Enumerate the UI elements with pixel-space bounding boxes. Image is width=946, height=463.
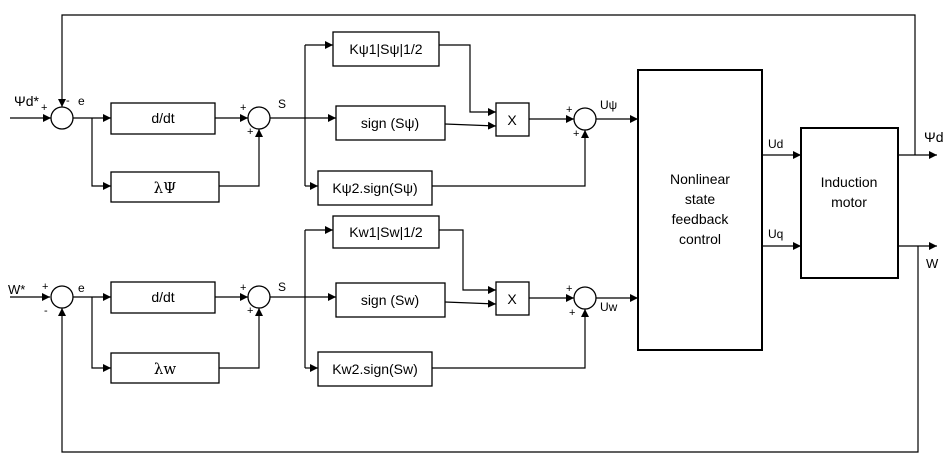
- block-ddt-w: d/dt: [110, 281, 216, 314]
- wire-sign-to-x: [444, 121, 497, 130]
- controller-line-3: feedback: [672, 211, 730, 227]
- wire-lambda-to-sum: [219, 129, 263, 187]
- signal-e-w: e: [78, 281, 85, 295]
- motor-line-2: motor: [831, 194, 867, 210]
- block-multiply-psi: X: [495, 102, 530, 137]
- controller-line-4: control: [679, 231, 721, 247]
- sum-junction-psi-control: [573, 107, 597, 131]
- block-induction-motor: Induction motor: [800, 127, 899, 279]
- output-psi-d: Ψd: [924, 129, 943, 145]
- block-k-psi2: Kψ2.sign(Sψ): [317, 170, 433, 206]
- block-multiply-w-label: X: [507, 291, 517, 307]
- motor-line-1: Induction: [821, 174, 878, 190]
- sign-plus: +: [247, 305, 253, 317]
- block-controller: Nonlinear state feedback control: [637, 69, 763, 351]
- block-k-psi1: Kψ1|Sψ|1/2: [332, 31, 440, 67]
- sign-plus: +: [240, 282, 246, 294]
- controller-line-2: state: [685, 191, 716, 207]
- wire-e-to-lambda-psi: [91, 118, 111, 190]
- signal-s-w: S: [278, 280, 286, 294]
- sign-minus: -: [66, 95, 70, 107]
- sign-plus: +: [42, 281, 48, 293]
- wire-lambda-to-sum-w: [219, 308, 263, 369]
- input-psi-ref: Ψd*: [14, 93, 39, 109]
- controller-line-1: Nonlinear: [670, 171, 730, 187]
- sign-marks: + - + + + + + - + + + +: [41, 95, 579, 319]
- block-sign-w: sign (Sw): [335, 282, 446, 318]
- wire-k2-to-sum-w: [432, 309, 589, 369]
- wire-k2-to-sum: [432, 130, 589, 187]
- block-multiply-w: X: [495, 281, 530, 316]
- signal-u-q: Uq: [768, 227, 783, 241]
- block-k-w1: Kw1|Sw|1/2: [332, 215, 440, 249]
- block-k-psi1-label: Kψ1|Sψ|1/2: [349, 41, 422, 57]
- block-ddt-w-label: d/dt: [151, 289, 174, 305]
- sign-plus: +: [566, 283, 572, 295]
- block-lambda-w-label: λw: [154, 360, 177, 378]
- block-lambda-psi-label: λΨ: [154, 179, 177, 197]
- wire-k1-to-x: [439, 44, 496, 116]
- summing-junctions: [50, 106, 597, 310]
- sum-junction-w-control: [573, 286, 597, 310]
- sum-junction-psi-error: [50, 106, 74, 130]
- block-ddt-psi-label: d/dt: [151, 110, 174, 126]
- signal-u-w: Uw: [600, 300, 618, 314]
- sign-plus: +: [569, 307, 575, 319]
- block-lambda-w: λw: [110, 352, 220, 384]
- sign-plus: +: [566, 104, 572, 116]
- sign-minus: -: [44, 305, 48, 317]
- input-w-ref: W*: [8, 282, 25, 297]
- sign-plus: +: [247, 126, 253, 138]
- block-k-w2-label: Kw2.sign(Sw): [332, 361, 418, 377]
- block-k-w2: Kw2.sign(Sw): [317, 351, 433, 387]
- sign-plus: +: [240, 102, 246, 114]
- output-w: W: [926, 256, 939, 271]
- block-sign-w-label: sign (Sw): [361, 292, 419, 308]
- sign-plus: +: [573, 128, 579, 140]
- sum-junction-w-error: [50, 285, 74, 309]
- sum-junction-psi-surface: [247, 106, 271, 130]
- block-lambda-psi: λΨ: [110, 171, 220, 203]
- block-k-w1-label: Kw1|Sw|1/2: [349, 224, 423, 240]
- wire-sign-to-x-w: [444, 299, 497, 308]
- signal-s-psi: S: [278, 97, 286, 111]
- block-k-psi2-label: Kψ2.sign(Sψ): [332, 180, 417, 196]
- sum-junction-w-surface: [247, 285, 271, 309]
- signal-e-psi: e: [78, 94, 85, 108]
- block-sign-psi-label: sign (Sψ): [361, 115, 419, 131]
- block-sign-psi: sign (Sψ): [335, 105, 446, 141]
- signal-u-psi: Uψ: [600, 98, 617, 112]
- signal-u-d: Ud: [768, 137, 783, 151]
- block-multiply-psi-label: X: [507, 112, 517, 128]
- sign-plus: +: [41, 102, 47, 114]
- wires: [10, 14, 937, 453]
- block-ddt-psi: d/dt: [110, 102, 216, 135]
- wire-e-to-lambda-w: [91, 297, 111, 372]
- wire-k1-to-x-w: [439, 229, 496, 294]
- wire-w-feedback: [58, 246, 919, 453]
- wire-psi-feedback: [58, 14, 916, 155]
